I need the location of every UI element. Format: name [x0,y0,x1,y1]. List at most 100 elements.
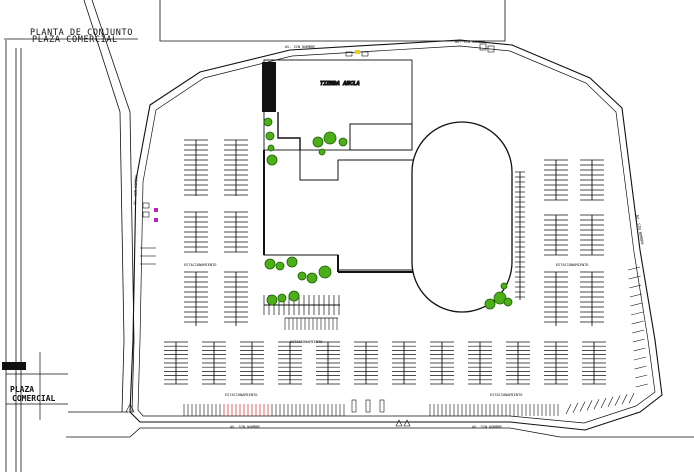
parking-label: ESTACIONAMIENTO [490,393,522,397]
annotations: AV. SIN NOMBRE AV. SIN NOMBRE AV. SIN NO… [133,40,644,429]
anchor-store-wall [262,62,276,112]
tree-icon [306,272,318,284]
anchor-store-label: TIENDA ANCLA [320,81,360,87]
access-marker [154,208,158,212]
north-arrow [125,403,135,413]
parking-lots [164,139,648,416]
road-label: AV. SIN NOMBRE [133,175,139,205]
tree-icon [266,294,278,306]
tree-icon [503,297,513,307]
parking-stall-line [593,399,600,410]
tree-icon [493,291,507,305]
entrance-marker [355,50,360,54]
direction-arrow [403,419,411,427]
mall-body [263,150,419,271]
gate-booth [379,399,385,413]
parking-stall-line [600,397,607,409]
anchor-store-block [263,59,413,151]
parking-label: ESTACIONAMIENTO [556,263,588,267]
gate-booth [487,45,495,53]
street-edge [83,0,125,413]
street-edge [66,427,694,438]
tree-icon [266,154,278,166]
parking-label: ESTACIONAMIENTO [290,340,322,344]
tree-icon [263,117,273,127]
parking-stall-line [586,400,593,411]
parking-stall-line [621,394,628,405]
tree-icon [500,282,508,290]
parking-label: ESTACIONAMIENTO [225,393,257,397]
service-block [349,123,413,151]
parking-stall-line [607,396,614,407]
round-store [411,121,513,313]
tree-icon [265,131,275,141]
stamp-line-1: PLAZA [10,385,34,394]
street-edge [159,0,506,42]
parking-stall-line [631,320,644,325]
parking-stall-line [628,275,641,280]
parking-stall-line [565,403,572,415]
parking-stall-line [635,374,648,379]
road-label: AV. SIN NOMBRE [635,214,644,245]
tree-icon [338,137,348,147]
parking-label: ESTACIONAMIENTO [184,263,216,267]
trees [263,117,513,310]
direction-arrow [395,419,403,427]
tree-icon [297,271,307,281]
gate-booth [365,399,371,413]
tree-icon [267,144,275,152]
tree-icon [312,136,324,148]
road-label: AV. SIN NOMBRE [285,45,315,49]
gate-booth [479,43,487,51]
accents [125,43,495,427]
site-perimeter [129,39,663,431]
gate-booth [142,202,150,209]
parking-stall-line [633,347,646,352]
parking-stall-line [614,395,621,406]
parking-stall-line [630,302,643,307]
access-marker [154,218,158,222]
anchor-store-wall [277,112,301,150]
street-edge [91,0,135,413]
perimeter-inner [137,45,656,424]
gate-booth [351,399,357,413]
stamp-bar [2,362,26,370]
tree-icon [275,261,285,271]
gate-booth [142,211,150,218]
context-streets [5,0,694,472]
parking-stall-line [629,293,642,298]
parking-stall-line [632,329,645,334]
parking-stall-line [627,266,641,271]
stamp-line-2: COMERCIAL [12,394,56,403]
parking-stall-line [632,338,645,343]
parking-stall-line [628,393,635,404]
parking-stall-line [572,402,579,413]
parking-stall-line [629,284,642,289]
parking-stall-line [635,383,648,388]
tree-icon [264,258,276,270]
parking-stall-line [633,356,647,361]
perimeter-outer [129,39,663,431]
road-label: AV. SIN NOMBRE [472,425,502,429]
parking-stall-line [630,311,644,316]
gate-booth [345,51,353,57]
road-label: AV. SIN NOMBRE [230,425,260,429]
tree-icon [288,290,300,302]
title-line-1: PLANTA DE CONJUNTO [30,28,133,38]
title-line-2: PLAZA COMERCIAL [32,35,118,45]
tree-icon [484,298,496,310]
plaza-stamp: PLAZA COMERCIAL [2,352,68,420]
road-label: AV. SIN NOMBRE [455,40,485,44]
tree-icon [318,148,326,156]
parking-stall-line [634,365,647,370]
parking-stall-line [579,401,586,412]
tree-icon [286,256,298,268]
gate-booth [361,51,369,57]
title-block: PLANTA DE CONJUNTO PLAZA COMERCIAL [4,28,138,45]
tree-icon [323,131,337,145]
tree-icon [318,265,332,279]
anchor-building: TIENDA ANCLA [262,59,513,313]
tree-icon [277,293,287,303]
